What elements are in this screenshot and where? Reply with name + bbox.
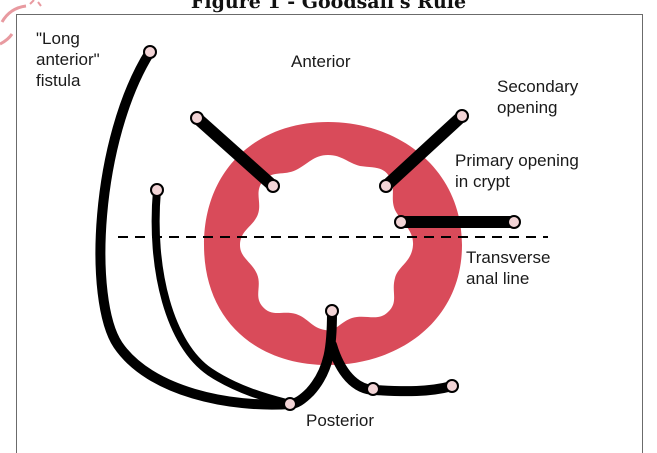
- opening-anterior-left-crypt: [267, 180, 279, 192]
- label-posterior: Posterior: [306, 410, 374, 431]
- opening-anterior-left-external: [191, 112, 203, 124]
- opening-posterior-crypt: [326, 305, 338, 317]
- opening-secondary-right: [456, 110, 468, 122]
- opening-posterior-junction: [284, 398, 296, 410]
- opening-transverse-outer: [508, 216, 520, 228]
- opening-posterior-branch-mid: [367, 383, 379, 395]
- label-long-anterior-fistula: "Long anterior" fistula: [36, 28, 100, 91]
- label-long-anterior-fistula-text: "Long anterior" fistula: [36, 28, 100, 91]
- label-anterior: Anterior: [291, 51, 351, 72]
- long-anterior-fistula-tract: [100, 52, 290, 405]
- opening-posterior-branch-end: [446, 380, 458, 392]
- opening-curved-external: [151, 184, 163, 196]
- opening-long-fistula-external: [144, 46, 156, 58]
- label-secondary-opening: Secondary opening: [497, 76, 578, 118]
- label-transverse-anal-line: Transverse anal line: [466, 247, 550, 289]
- label-primary-opening: Primary opening in crypt: [455, 150, 579, 192]
- opening-primary-crypt: [380, 180, 392, 192]
- opening-transverse-inner: [395, 216, 407, 228]
